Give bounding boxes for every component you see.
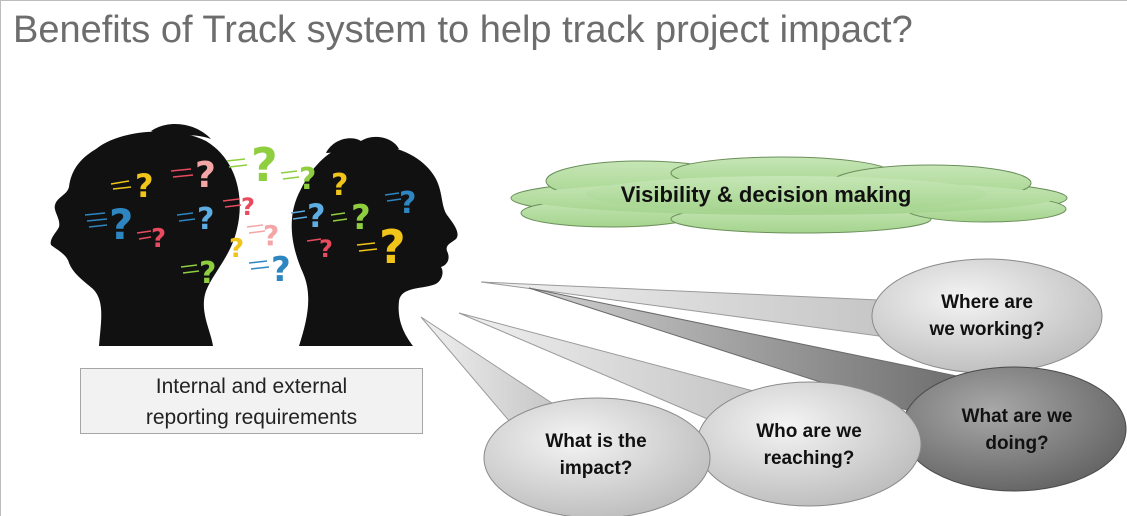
question-mark-icon: ? (384, 186, 416, 221)
question-mark-icon: ? (170, 155, 216, 196)
svg-text:?: ? (263, 219, 279, 252)
question-mark-icon: ? (226, 138, 278, 192)
svg-text:?: ? (379, 220, 406, 274)
svg-text:?: ? (197, 202, 214, 237)
bubble-what-doing-line-2: doing? (985, 433, 1049, 454)
two-heads-question-marks-icon: ? ? ? ? ? (50, 124, 458, 346)
bubble-where-working-line-1: Where are (941, 292, 1033, 313)
question-mark-icon: ? (229, 234, 244, 264)
svg-text:?: ? (271, 250, 291, 290)
svg-text:?: ? (199, 256, 216, 291)
bubble-impact-shape (483, 397, 711, 516)
question-mark-icon: ? (248, 250, 291, 290)
question-mark-icon: ? (84, 200, 133, 249)
svg-text:?: ? (151, 224, 166, 254)
bubble-what-impact: What is the impact? (506, 428, 686, 482)
bubble-tails (420, 281, 983, 430)
svg-text:?: ? (241, 193, 255, 221)
svg-text:?: ? (195, 155, 216, 196)
question-mark-icon: ? (136, 224, 166, 254)
bubble-what-impact-line-1: What is the (545, 431, 647, 452)
question-mark-icon: ? (222, 193, 255, 221)
bubble-where-working: Where are we working? (897, 289, 1077, 343)
bubble-who-reaching-line-2: reaching? (763, 448, 855, 469)
reporting-requirements-box: Internal and external reporting requirem… (80, 368, 423, 434)
question-mark-icon: ? (180, 256, 216, 291)
bubble-who-reaching-line-1: Who are we (756, 421, 862, 442)
bubble-where-working-line-2: we working? (929, 319, 1045, 340)
question-mark-icon: ? (280, 162, 316, 197)
svg-text:?: ? (109, 200, 133, 249)
question-mark-icon: ? (176, 202, 214, 237)
svg-text:?: ? (135, 167, 154, 205)
bubble-what-doing-line-1: What are we (961, 406, 1073, 427)
svg-text:?: ? (399, 186, 416, 221)
bubble-what-impact-line-2: impact? (559, 458, 633, 479)
svg-text:?: ? (331, 168, 348, 203)
svg-text:?: ? (251, 138, 278, 192)
reporting-line-2: reporting requirements (145, 406, 358, 429)
question-mark-icon: ? (331, 168, 348, 203)
slide-title: Benefits of Track system to help track p… (13, 9, 913, 51)
question-mark-icon: ? (330, 198, 371, 238)
cloud-shape (510, 156, 1068, 234)
svg-text:?: ? (319, 235, 333, 263)
bubble-what-doing: What are we doing? (927, 403, 1107, 457)
svg-text:?: ? (229, 234, 244, 264)
cloud-label: Visibility & decision making (620, 182, 912, 207)
question-mark-icon: ? (110, 167, 154, 205)
question-mark-icon: ? (290, 197, 326, 235)
svg-text:?: ? (299, 162, 316, 197)
question-mark-icon: ? (356, 220, 406, 274)
svg-text:?: ? (307, 197, 326, 235)
reporting-line-1: Internal and external (155, 375, 348, 398)
bubble-who-reaching: Who are we reaching? (719, 418, 899, 472)
question-mark-icon: ? (306, 235, 333, 263)
question-mark-icon: ? (246, 219, 279, 252)
svg-text:?: ? (351, 198, 371, 238)
